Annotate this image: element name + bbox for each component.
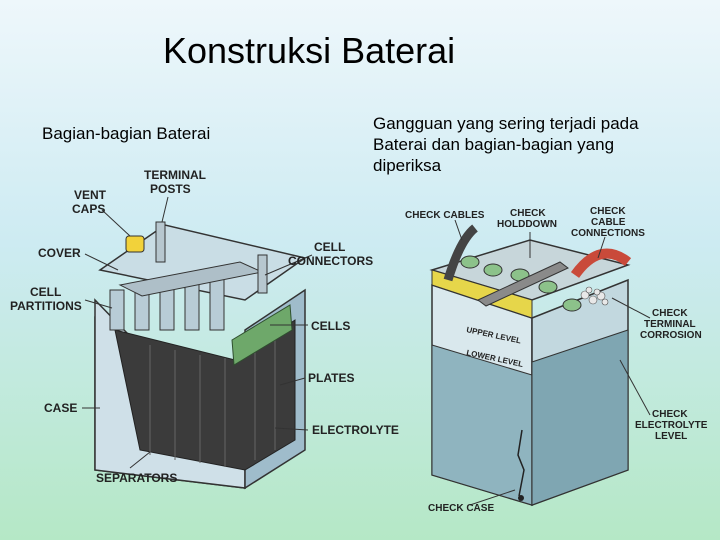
label-cover: COVER	[38, 246, 81, 260]
label-cells: CELLS	[311, 319, 350, 333]
label-cell-connectors-1: CELL	[314, 240, 345, 254]
label-check-cable-connections-3: CONNECTIONS	[571, 228, 645, 239]
label-check-electrolyte-level-2: ELECTROLYTE	[635, 420, 708, 431]
label-check-terminal-corrosion-2: TERMINAL	[644, 319, 696, 330]
label-cell-partitions-1: CELL	[30, 285, 61, 299]
label-check-cable-connections-2: CABLE	[591, 217, 626, 228]
label-check-electrolyte-level-1: CHECK	[652, 409, 688, 420]
label-check-cable-connections-1: CHECK	[590, 206, 626, 217]
battery-cutaway-illustration	[82, 196, 313, 490]
label-check-terminal-corrosion-3: CORROSION	[640, 330, 702, 341]
label-cell-partitions-2: PARTITIONS	[10, 299, 82, 313]
label-terminal-posts-1: TERMINAL	[144, 168, 206, 182]
battery-inspection-illustration	[429, 219, 651, 507]
label-terminal-posts-2: POSTS	[150, 182, 191, 196]
left-heading: Bagian-bagian Baterai	[42, 124, 211, 143]
label-plates: PLATES	[308, 371, 354, 385]
label-case: CASE	[44, 401, 77, 415]
right-heading: Gangguan yang sering terjadi pada Batera…	[373, 114, 639, 175]
label-cell-connectors-2: CONNECTORS	[288, 254, 373, 268]
label-separators: SEPARATORS	[96, 471, 177, 485]
label-check-electrolyte-level-3: LEVEL	[655, 431, 687, 442]
label-electrolyte: ELECTROLYTE	[312, 423, 399, 437]
label-check-holddown-2: HOLDDOWN	[497, 219, 557, 230]
page-title: Konstruksi Baterai	[163, 30, 456, 71]
label-check-case: CHECK CASE	[428, 503, 494, 514]
label-check-cables: CHECK CABLES	[405, 210, 485, 221]
label-vent-caps-1: VENT	[74, 188, 107, 202]
label-check-terminal-corrosion-1: CHECK	[652, 308, 688, 319]
left-callout-labels: TERMINAL POSTS VENT CAPS COVER CELL CONN…	[10, 168, 399, 485]
label-vent-caps-2: CAPS	[72, 202, 105, 216]
label-check-holddown-1: CHECK	[510, 208, 546, 219]
